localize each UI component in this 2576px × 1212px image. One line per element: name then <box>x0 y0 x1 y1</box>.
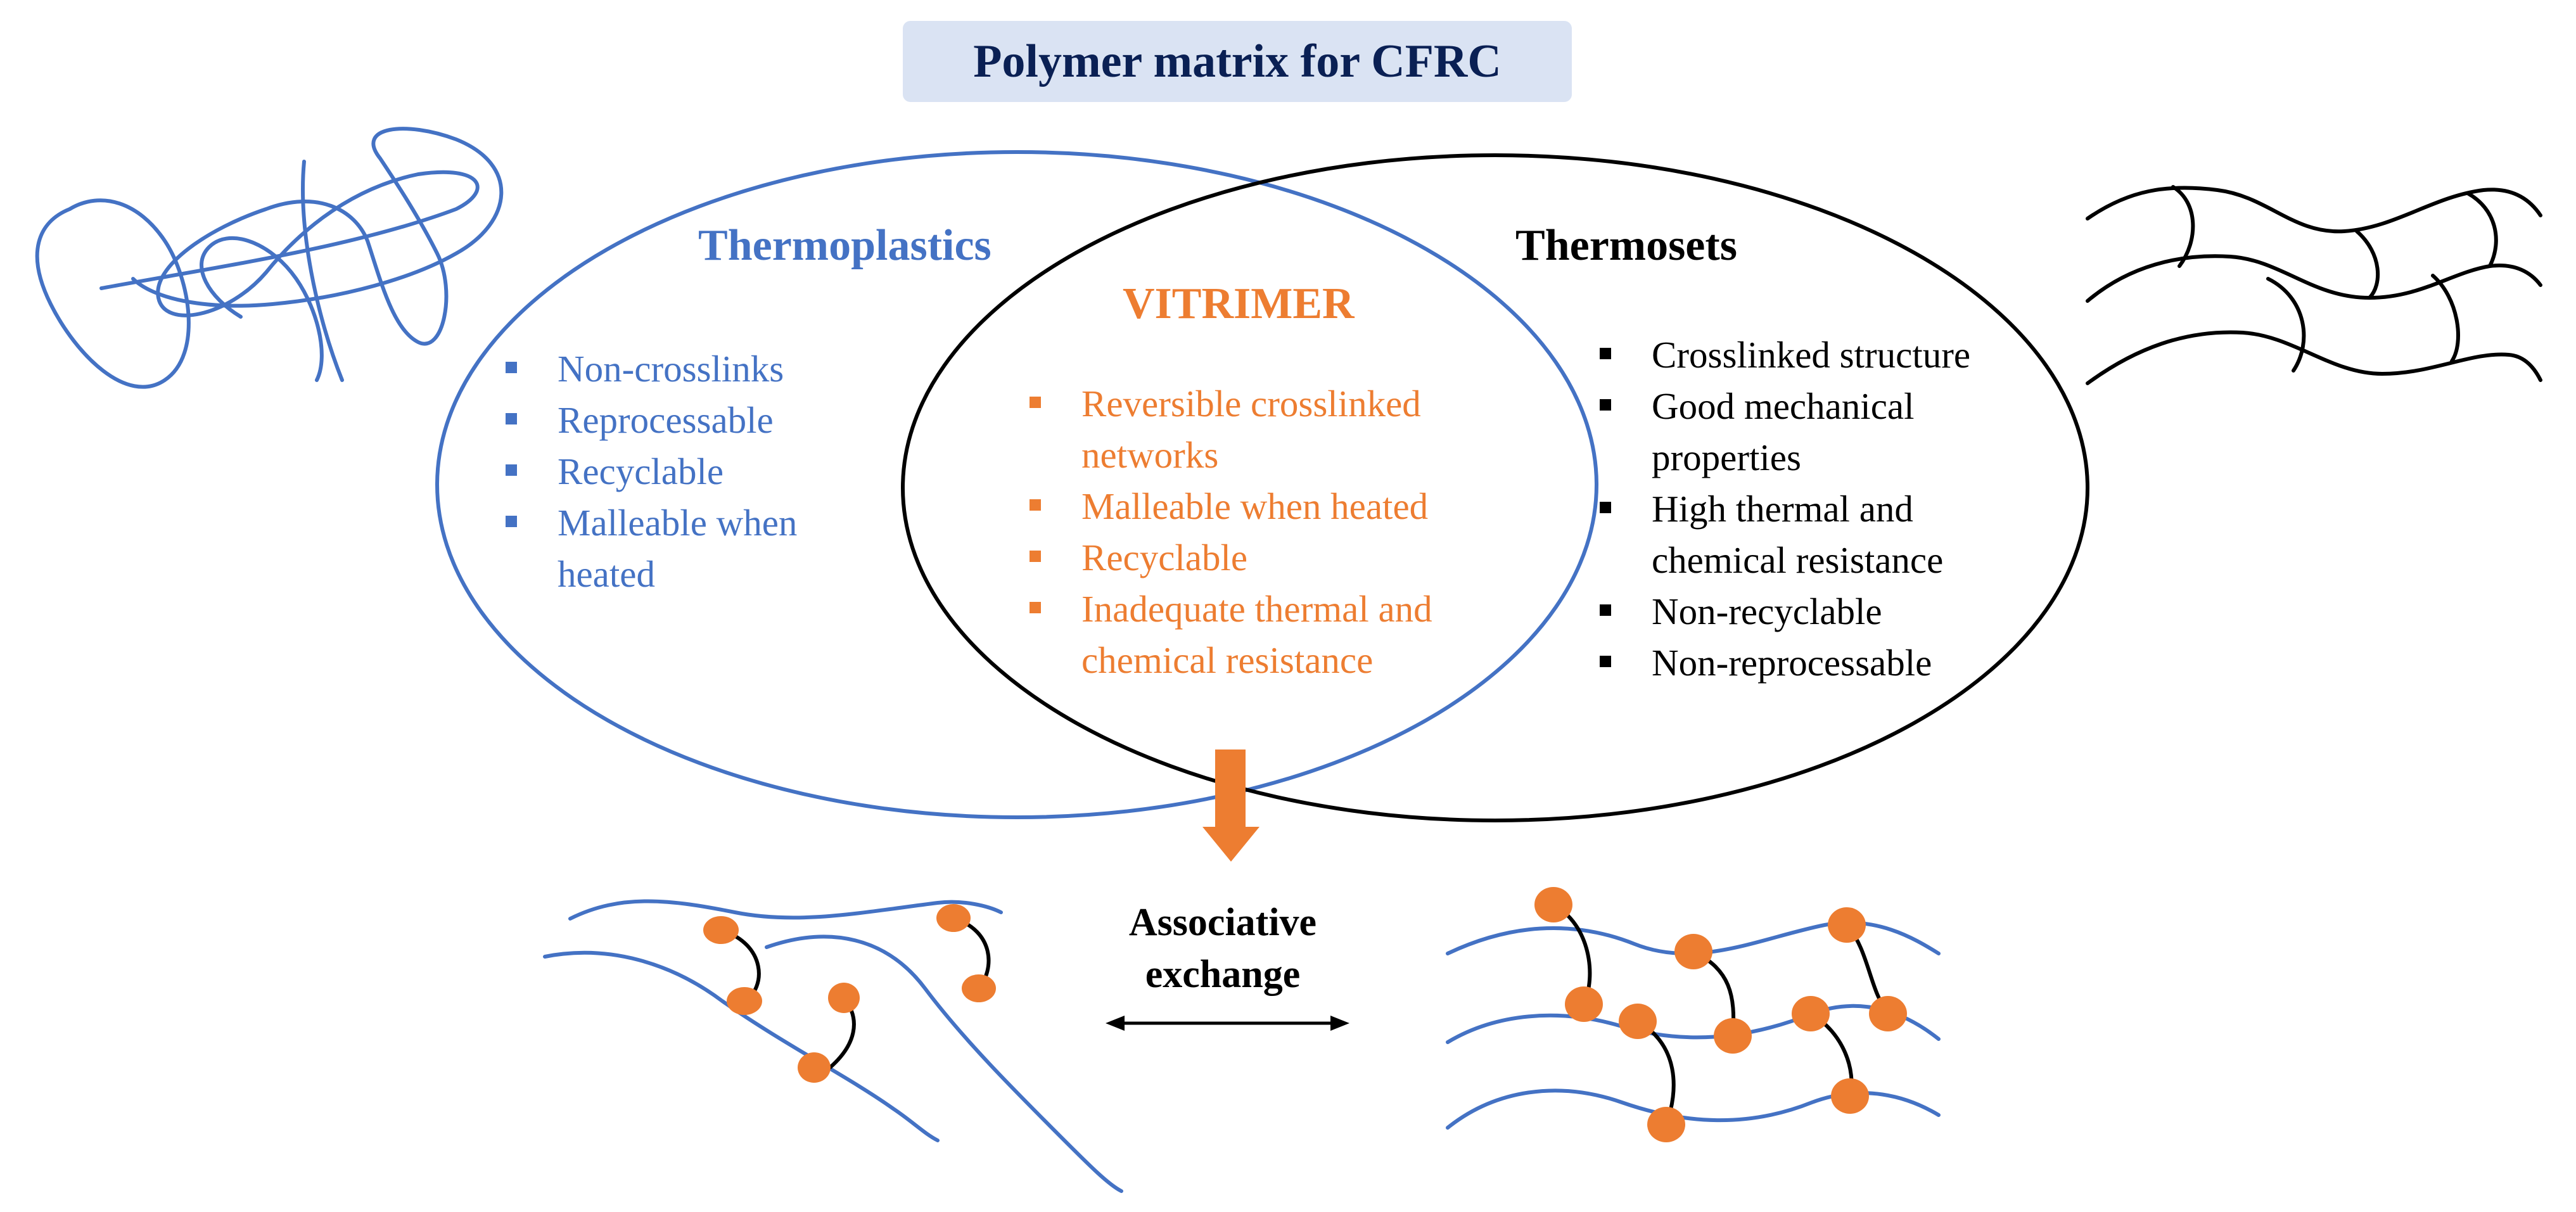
double-arrow-icon <box>1106 1016 1349 1031</box>
associative-exchange-label: Associative exchange <box>1087 896 1359 1000</box>
list-item: Reprocessable <box>501 395 797 446</box>
diagram-title: Polymer matrix for CFRC <box>903 21 1572 102</box>
list-item: Non-reprocessable <box>1595 637 1970 689</box>
thermosets-heading: Thermosets <box>1515 221 1737 270</box>
list-item-continuation: heated <box>558 553 655 595</box>
vitrimer-heading: VITRIMER <box>1123 279 1355 328</box>
thermoplastics-heading: Thermoplastics <box>698 221 992 270</box>
crosslinked-network-icon <box>2086 185 2542 385</box>
list-item: Reversible crosslinked <box>1024 378 1432 430</box>
vitrimer-list: Reversible crosslinked networks Malleabl… <box>1024 378 1432 686</box>
list-item: Malleable when <box>501 497 797 549</box>
list-item: Non-crosslinks <box>501 343 797 395</box>
list-item: High thermal and <box>1595 483 1970 535</box>
thermoplastics-list: Non-crosslinks Reprocessable Recyclable … <box>501 343 797 600</box>
exchange-line-1: Associative <box>1128 901 1317 944</box>
list-item-continuation: chemical resistance <box>1652 539 1944 581</box>
thermosets-list: Crosslinked structure Good mechanical pr… <box>1595 329 1970 689</box>
exchange-line-2: exchange <box>1145 953 1301 996</box>
list-item-continuation: networks <box>1081 434 1219 476</box>
thermosets-ellipse <box>901 153 2089 822</box>
vitrimer-network-left <box>543 899 1123 1193</box>
list-item: Recyclable <box>1024 532 1432 584</box>
list-item: Malleable when heated <box>1024 481 1432 532</box>
vitrimer-network-right <box>1446 887 1941 1142</box>
tangled-chain-icon <box>35 127 504 389</box>
list-item-continuation: properties <box>1652 437 1801 478</box>
list-item: Inadequate thermal and <box>1024 584 1432 635</box>
list-item-continuation: chemical resistance <box>1081 639 1374 681</box>
thermoplastics-ellipse <box>435 150 1598 819</box>
list-item: Good mechanical <box>1595 381 1970 432</box>
list-item: Crosslinked structure <box>1595 329 1970 381</box>
list-item: Non-recyclable <box>1595 586 1970 637</box>
list-item: Recyclable <box>501 446 797 497</box>
down-arrow-icon <box>1202 750 1259 862</box>
